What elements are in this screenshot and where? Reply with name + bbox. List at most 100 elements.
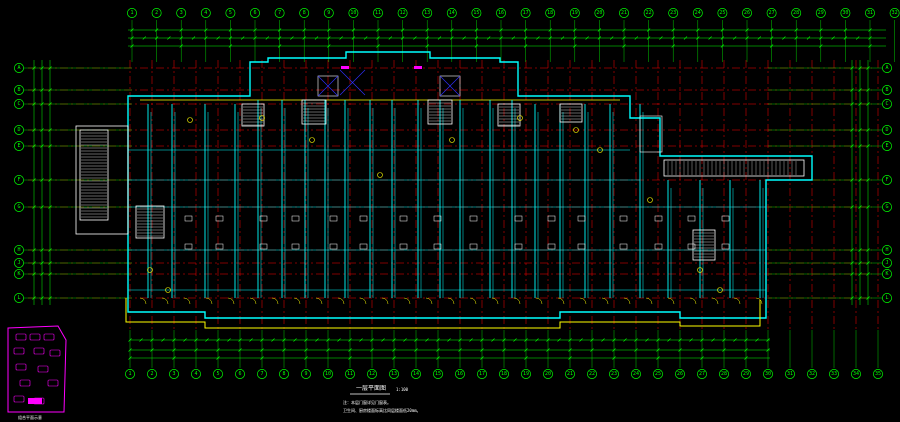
dim-tick bbox=[370, 338, 374, 342]
dim-tick bbox=[671, 36, 675, 40]
stair-core bbox=[301, 99, 327, 125]
axis-bubble-bottom bbox=[125, 369, 135, 379]
axis-bubble-top-label: 24 bbox=[695, 10, 701, 16]
door-swing bbox=[689, 297, 697, 305]
door-swing bbox=[227, 297, 235, 305]
plumbing-fixture bbox=[309, 137, 315, 143]
dim-tick bbox=[766, 348, 770, 352]
axis-bubble-top-label: 5 bbox=[229, 10, 232, 16]
dim-tick bbox=[130, 44, 134, 48]
axis-bubble-right bbox=[882, 293, 892, 303]
balcony-railing bbox=[125, 298, 761, 329]
stair-core bbox=[241, 103, 265, 127]
dim-tick bbox=[480, 338, 484, 342]
lobby-diagonal bbox=[339, 69, 366, 96]
room-tag bbox=[469, 215, 478, 222]
room-tag bbox=[547, 215, 556, 222]
dim-tick bbox=[302, 36, 306, 40]
axis-bubble-bottom-label: 13 bbox=[391, 371, 397, 377]
axis-bubble-top bbox=[766, 8, 777, 18]
dim-tick bbox=[128, 348, 132, 352]
axis-bubble-top-label: 1 bbox=[130, 10, 133, 16]
axis-bubble-top bbox=[373, 8, 383, 18]
dim-tick bbox=[474, 28, 479, 32]
dim-tick bbox=[414, 338, 418, 342]
dim-tick bbox=[720, 36, 725, 40]
dim-tick bbox=[524, 338, 528, 342]
dim-tick bbox=[277, 44, 282, 48]
dim-tick bbox=[755, 338, 759, 342]
dim-tick bbox=[612, 348, 616, 352]
axis-bubble-bottom-label: 35 bbox=[875, 371, 881, 377]
axis-bubble-bottom bbox=[477, 369, 487, 379]
dim-tick bbox=[425, 338, 429, 342]
dim-tick bbox=[733, 338, 737, 342]
dim-tick bbox=[228, 44, 233, 48]
dim-tick bbox=[850, 144, 854, 148]
dim-tick bbox=[745, 36, 749, 40]
building-walls bbox=[125, 51, 813, 329]
axis-bubble-bottom-label: 8 bbox=[282, 371, 285, 377]
dim-tick bbox=[866, 128, 870, 132]
dim-tick bbox=[568, 348, 572, 352]
axis-bubble-bottom bbox=[191, 369, 201, 379]
axis-bubble-bottom-label: 4 bbox=[194, 371, 197, 377]
dim-tick bbox=[425, 28, 429, 32]
dim-tick bbox=[708, 36, 712, 40]
dim-tick bbox=[436, 338, 440, 342]
axis-bubble-bottom bbox=[653, 369, 663, 379]
dim-tick bbox=[858, 102, 862, 106]
plumbing-fixture bbox=[259, 115, 265, 121]
axis-bubble-top-label: 27 bbox=[769, 10, 775, 16]
axis-bubble-top bbox=[299, 8, 310, 18]
axis-bubble-bottom bbox=[719, 369, 729, 379]
dim-tick bbox=[290, 36, 294, 40]
axis-bubble-bottom-label: 3 bbox=[172, 371, 175, 377]
dim-tick bbox=[868, 28, 872, 32]
door-swing bbox=[535, 297, 543, 305]
dim-tick bbox=[499, 28, 503, 32]
dim-tick bbox=[557, 338, 561, 342]
key-plan-unit bbox=[47, 379, 59, 387]
dim-tick bbox=[282, 348, 286, 352]
dim-tick bbox=[376, 44, 380, 48]
dim-tick bbox=[326, 338, 330, 342]
door-swing bbox=[447, 297, 455, 305]
axis-bubble-top-label: 11 bbox=[375, 10, 381, 16]
room-tag bbox=[359, 243, 368, 250]
dim-tick bbox=[228, 36, 233, 40]
axis-bubble-left bbox=[14, 63, 24, 73]
axis-bubble-top-label: 31 bbox=[867, 10, 873, 16]
dim-tick bbox=[850, 272, 854, 276]
exterior-wall bbox=[127, 51, 813, 319]
axis-bubble-bottom-label: 33 bbox=[831, 371, 837, 377]
room-tag bbox=[547, 243, 556, 250]
dim-tick bbox=[191, 36, 196, 40]
room-tag bbox=[291, 243, 300, 250]
axis-bubble-right-label: A bbox=[885, 65, 888, 71]
dim-tick bbox=[671, 28, 675, 32]
axis-bubble-bottom-label: 24 bbox=[633, 371, 639, 377]
axis-bubble-bottom-label: 14 bbox=[413, 371, 419, 377]
axis-bubble-top-label: 9 bbox=[327, 10, 330, 16]
axis-bubble-top bbox=[889, 8, 900, 18]
dim-tick bbox=[601, 338, 605, 342]
axis-bubble-bottom bbox=[147, 369, 157, 379]
axis-bubble-top bbox=[791, 8, 802, 18]
axis-bubble-left bbox=[14, 85, 24, 95]
dim-tick bbox=[32, 128, 36, 132]
axis-bubble-right-label: L bbox=[885, 295, 888, 301]
axis-bubble-bottom-label: 18 bbox=[501, 371, 507, 377]
dim-tick bbox=[782, 36, 786, 40]
door-swing bbox=[139, 297, 147, 305]
dim-tick bbox=[744, 338, 748, 342]
axis-bubble-bottom-label: 16 bbox=[457, 371, 463, 377]
dim-tick bbox=[474, 36, 479, 40]
axis-bubble-top-label: 17 bbox=[523, 10, 529, 16]
dim-tick bbox=[436, 356, 440, 360]
dim-tick bbox=[535, 338, 539, 342]
axis-bubble-bottom bbox=[499, 369, 509, 379]
room-tag bbox=[514, 215, 523, 222]
dim-tick bbox=[696, 36, 700, 40]
dim-tick bbox=[486, 36, 491, 40]
